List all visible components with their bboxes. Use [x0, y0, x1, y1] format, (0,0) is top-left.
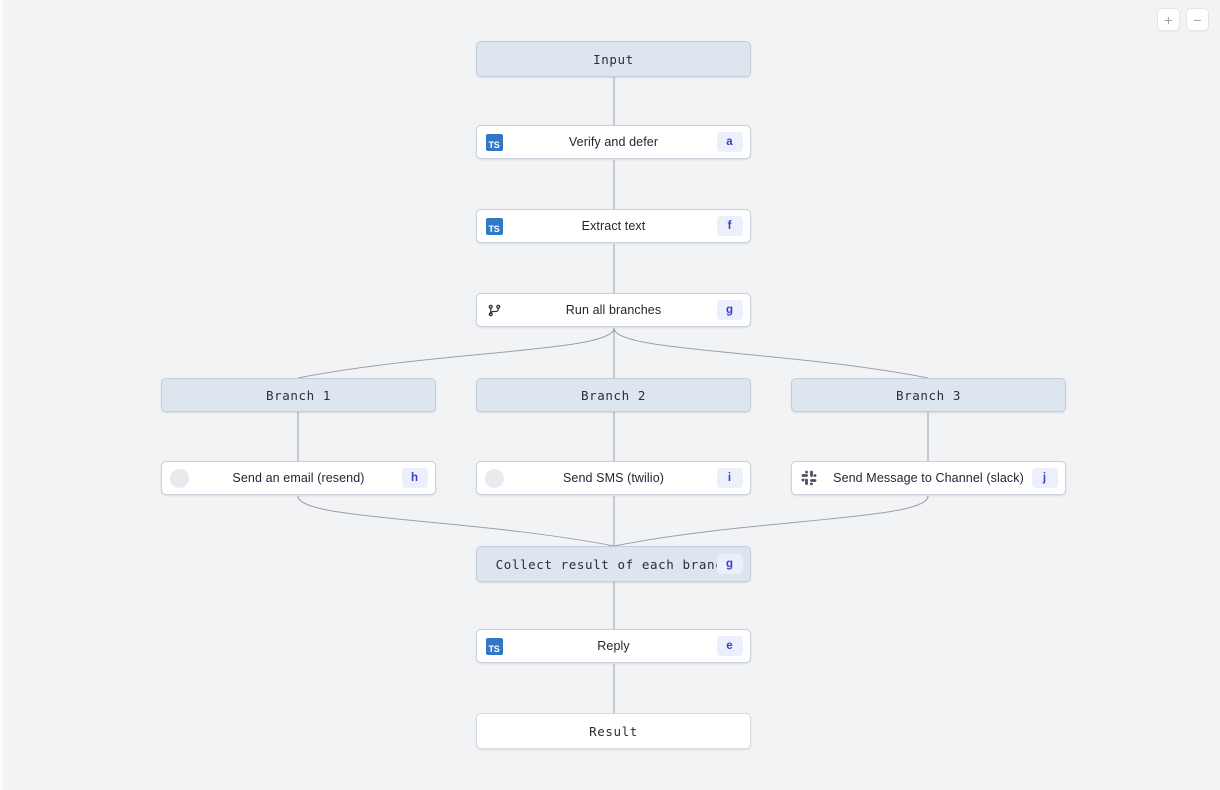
typescript-icon: TS: [477, 133, 511, 151]
git-branch-icon: [477, 303, 511, 318]
typescript-icon: TS: [477, 637, 511, 655]
node-verify-and-defer-badge: a: [716, 132, 743, 152]
zoom-in-button[interactable]: +: [1157, 8, 1180, 31]
node-input-label: Input: [593, 51, 634, 67]
node-verify-and-defer-label: Verify and defer: [568, 135, 659, 149]
node-result[interactable]: Result: [476, 713, 751, 749]
node-collect-result-badge: g: [716, 554, 743, 574]
edge-email-collect: [297, 495, 615, 547]
node-reply-label: Reply: [597, 639, 630, 653]
node-branch-3-label: Branch 3: [895, 387, 961, 403]
node-send-an-email-label: Send an email (resend): [232, 471, 365, 485]
badge-slot: e: [716, 636, 750, 656]
node-send-message-to-channel-label: Send Message to Channel (slack): [833, 471, 1024, 485]
node-run-all-branches-badge: g: [716, 300, 743, 320]
resend-icon: [162, 468, 196, 488]
badge-slot: j: [1031, 468, 1065, 488]
edge-slack-collect: [613, 495, 929, 547]
node-branch-2-label: Branch 2: [580, 387, 646, 403]
node-send-message-to-channel-badge: j: [1031, 468, 1058, 488]
zoom-controls: + −: [1157, 8, 1209, 31]
node-send-sms-label: Send SMS (twilio): [562, 471, 665, 485]
node-send-message-to-channel[interactable]: Send Message to Channel (slack) j: [791, 461, 1066, 495]
badge-slot: h: [401, 468, 435, 488]
node-send-sms-badge: i: [716, 468, 743, 488]
node-input[interactable]: Input: [476, 41, 751, 77]
node-branch-1[interactable]: Branch 1: [161, 378, 436, 412]
badge-slot: g: [716, 300, 750, 320]
node-result-label: Result: [589, 723, 638, 739]
node-reply[interactable]: TS Reply e: [476, 629, 751, 663]
node-collect-result-label: Collect result of each branch: [495, 556, 732, 572]
twilio-icon: [477, 468, 511, 488]
node-extract-text[interactable]: TS Extract text f: [476, 209, 751, 243]
node-run-all-branches-label: Run all branches: [565, 303, 662, 317]
node-branch-3[interactable]: Branch 3: [791, 378, 1066, 412]
edge-runall-branch3: [613, 327, 929, 379]
node-send-an-email[interactable]: Send an email (resend) h: [161, 461, 436, 495]
node-reply-badge: e: [716, 636, 743, 656]
badge-slot: f: [716, 216, 750, 236]
node-send-an-email-badge: h: [401, 468, 428, 488]
typescript-icon: TS: [477, 217, 511, 235]
node-send-sms[interactable]: Send SMS (twilio) i: [476, 461, 751, 495]
node-extract-text-badge: f: [716, 216, 743, 236]
badge-slot: g: [716, 554, 750, 574]
node-run-all-branches[interactable]: Run all branches g: [476, 293, 751, 327]
node-collect-result[interactable]: Collect result of each branch g: [476, 546, 751, 582]
slack-icon: [792, 470, 826, 486]
node-extract-text-label: Extract text: [581, 219, 646, 233]
badge-slot: i: [716, 468, 750, 488]
edge-runall-branch1: [297, 327, 615, 379]
node-branch-1-label: Branch 1: [265, 387, 331, 403]
zoom-out-button[interactable]: −: [1186, 8, 1209, 31]
badge-slot: a: [716, 132, 750, 152]
node-branch-2[interactable]: Branch 2: [476, 378, 751, 412]
node-verify-and-defer[interactable]: TS Verify and defer a: [476, 125, 751, 159]
